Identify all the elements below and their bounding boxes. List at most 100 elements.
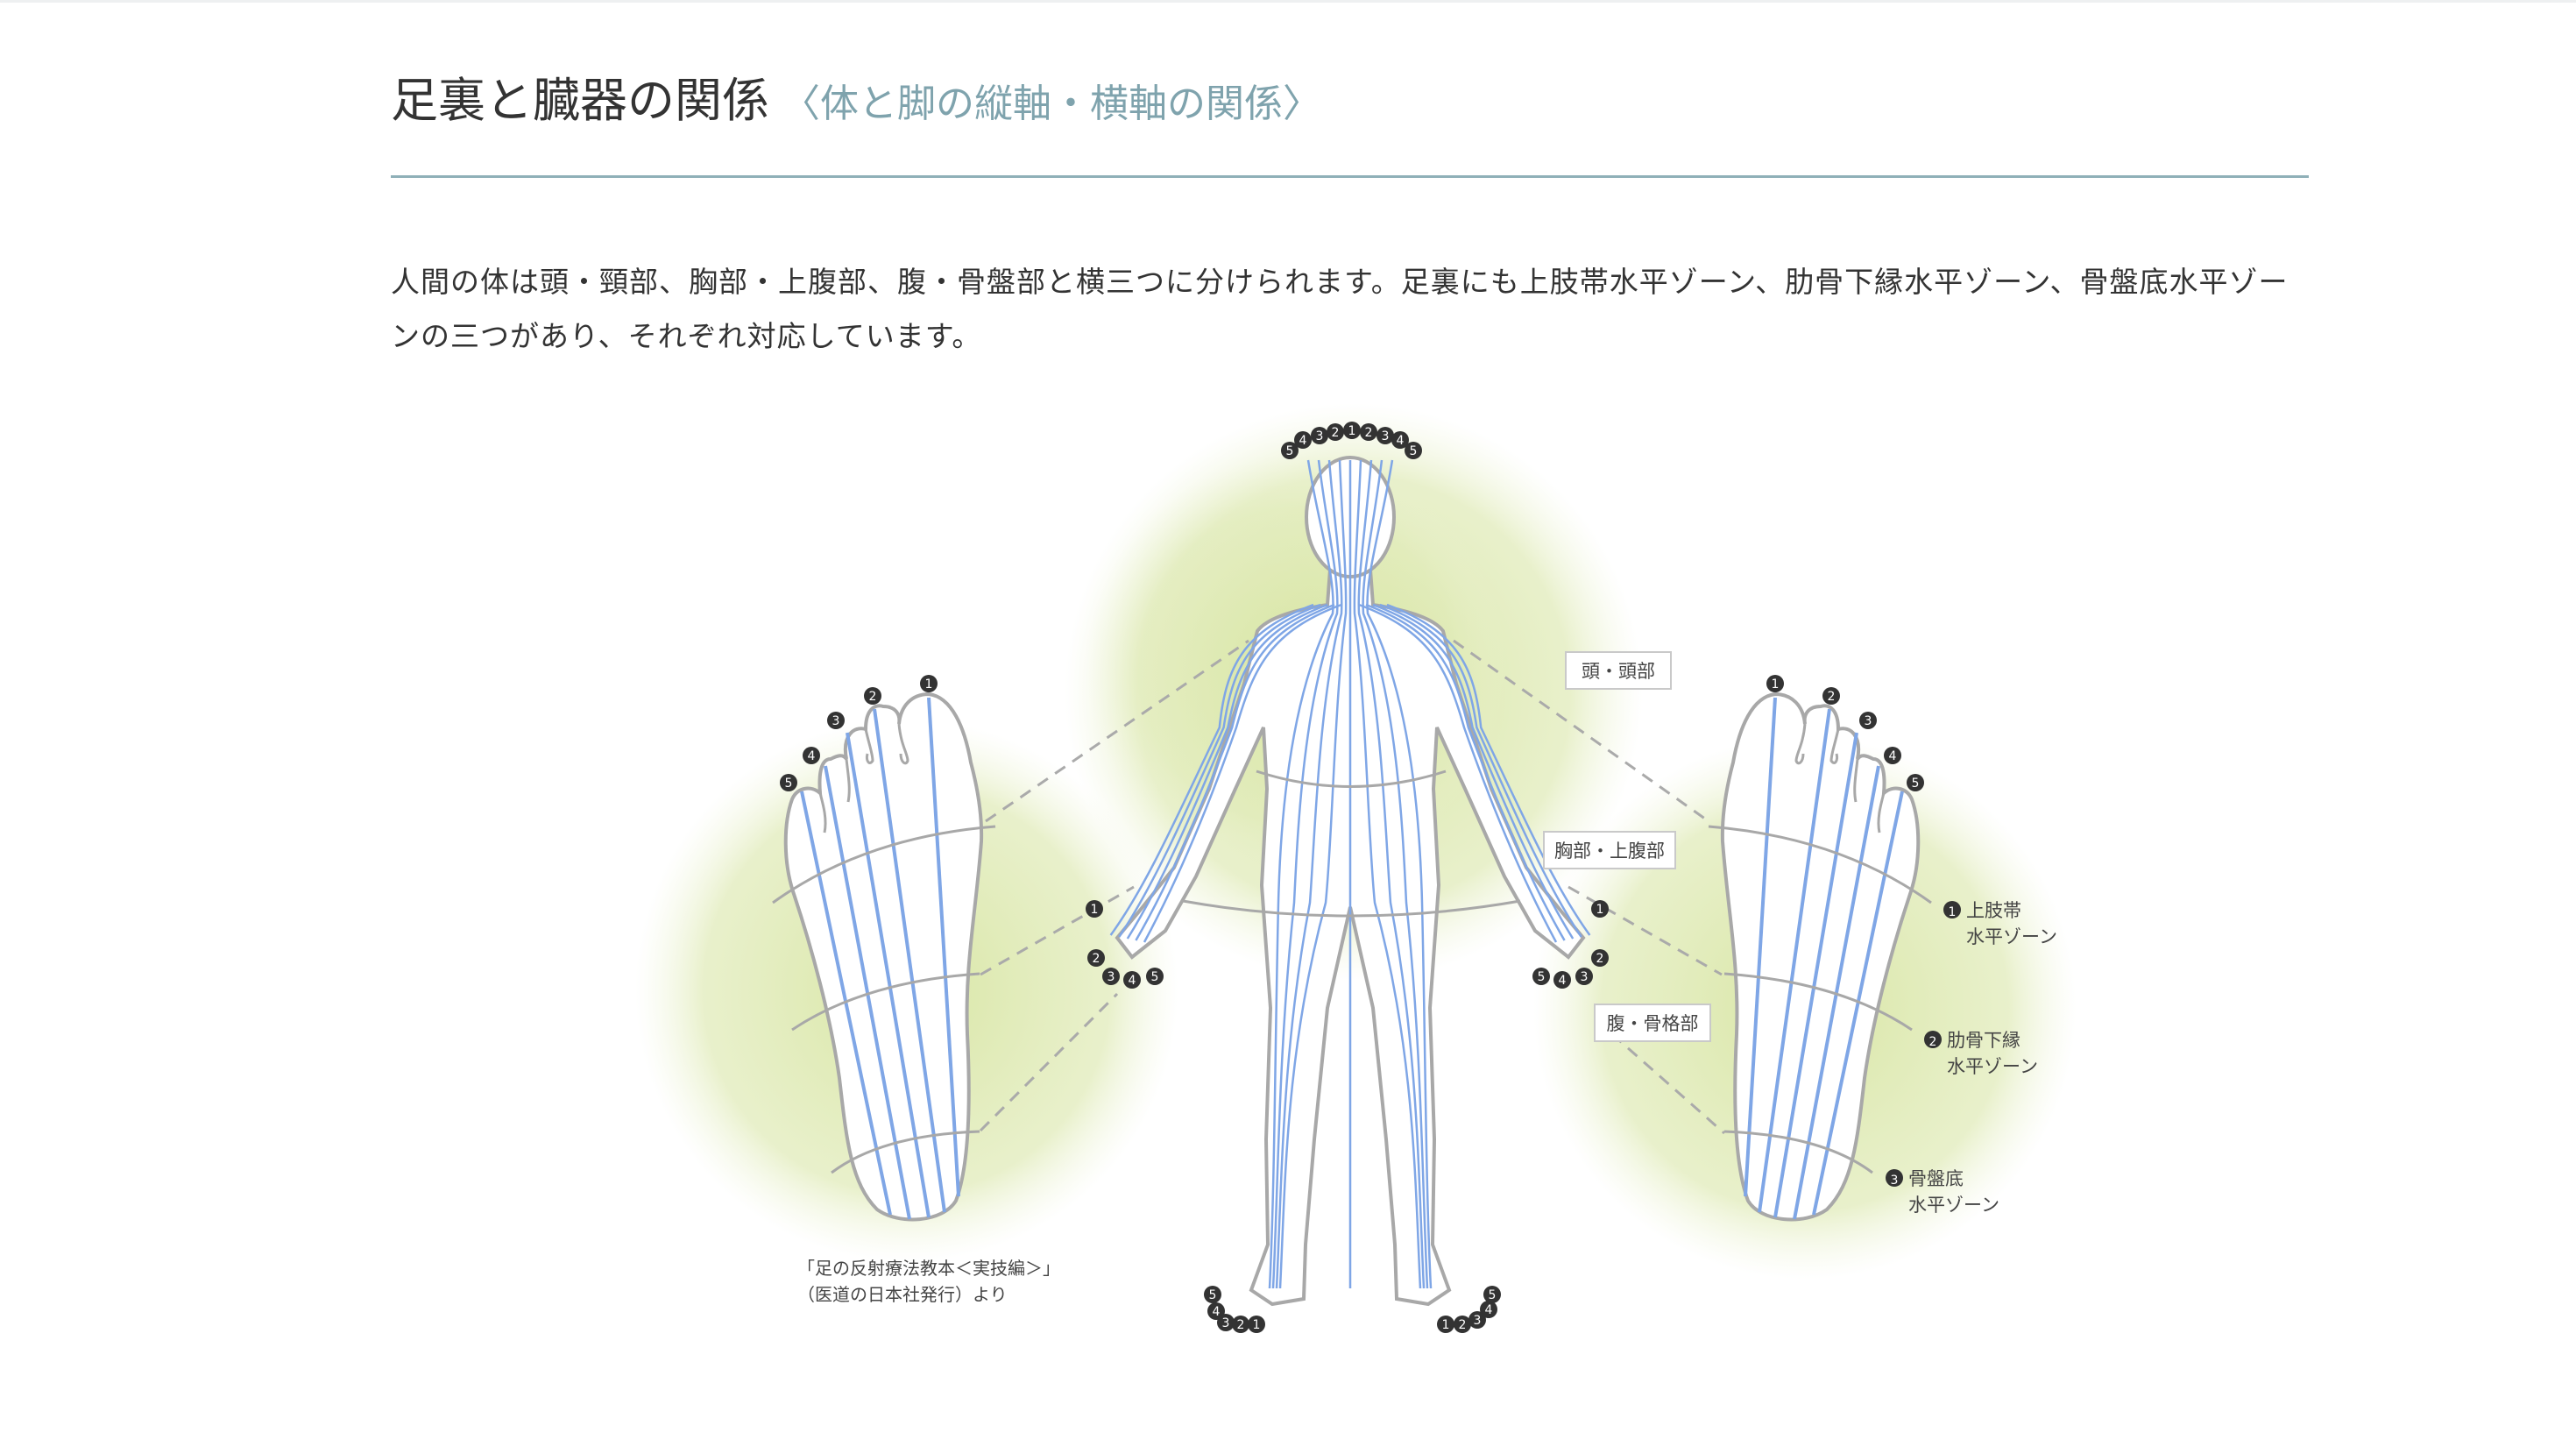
marker-left-hand: 1 [1086, 900, 1103, 918]
marker-number: 1 [925, 677, 933, 692]
marker-left-hand: 5 [1146, 968, 1164, 985]
marker-left-sole-toes: 3 [827, 712, 845, 729]
marker-number: 3 [1222, 1316, 1230, 1330]
marker-number: 2 [869, 690, 877, 704]
marker-number: 1 [1596, 903, 1604, 917]
citation-publisher: （医道の日本社発行）より [797, 1284, 1008, 1305]
marker-left-foot-body: 1 [1248, 1316, 1265, 1333]
arm-meridian-line [1379, 603, 1582, 938]
zone-2-subtitle: 水平ゾーン [1947, 1056, 2038, 1077]
meridian-line [1278, 459, 1348, 1289]
marker-number: 3 [1474, 1314, 1482, 1328]
arm-meridian-line [1118, 603, 1321, 938]
marker-right-foot-body: 3 [1468, 1311, 1486, 1329]
marker-number: 1 [1348, 424, 1356, 438]
label-chest-upper-abdomen: 胸部・上腹部 [1554, 840, 1665, 862]
marker-number: 1 [1442, 1318, 1450, 1332]
marker-number: 3 [1108, 970, 1115, 984]
marker-left-foot-body: 5 [1204, 1286, 1221, 1303]
marker-left-foot-body: 3 [1217, 1314, 1235, 1331]
marker-right-hand: 1 [1591, 900, 1609, 918]
zone-3-subtitle: 水平ゾーン [1908, 1195, 1999, 1216]
label-abdomen-pelvis: 腹・骨格部 [1607, 1013, 1699, 1034]
zone-2-title: 肋骨下縁 [1947, 1030, 2020, 1051]
marker-number: 4 [1559, 974, 1567, 988]
marker-number: 3 [1581, 970, 1589, 984]
marker-right-hand: 3 [1575, 968, 1593, 985]
marker-number: 3 [1865, 714, 1872, 728]
marker-number: 3 [1382, 429, 1390, 443]
marker-right-foot-body: 2 [1454, 1316, 1471, 1333]
marker-left-sole-toes: 5 [780, 774, 797, 791]
marker-number: 2 [1365, 426, 1373, 440]
page-subtitle: 〈体と脚の縦軸・横軸の関係〉 [782, 82, 1321, 126]
marker-right-foot-body: 5 [1483, 1286, 1501, 1303]
marker-number: 2 [1093, 952, 1100, 966]
marker-left-foot-body: 2 [1232, 1316, 1249, 1333]
marker-head: 5 [1405, 442, 1422, 459]
marker-number: 2 [1237, 1318, 1245, 1332]
sole-zone-labels: 1 上肢帯 水平ゾーン 2 肋骨下縁 水平ゾーン 3 骨盤底 水平ゾーン [1886, 900, 2057, 1216]
page-title: 足裏と臓器の関係 [391, 73, 769, 128]
marker-left-sole-toes: 2 [864, 687, 881, 705]
marker-number: 1 [1253, 1318, 1261, 1332]
page-heading: 足裏と臓器の関係〈体と脚の縦軸・横軸の関係〉 [391, 61, 1321, 131]
marker-head: 3 [1376, 427, 1394, 444]
arm-meridian-line [1143, 603, 1342, 943]
marker-number: 3 [1316, 429, 1324, 443]
marker-number: 4 [1485, 1303, 1493, 1317]
citation: 「足の反射療法教本＜実技編＞」 （医道の日本社発行）より [797, 1255, 1060, 1308]
zone-1-title: 上肢帯 [1966, 900, 2021, 921]
marker-head: 2 [1327, 423, 1344, 441]
body-zone-labels: 頭・頭部 胸部・上腹部 腹・骨格部 [1543, 651, 1711, 1042]
marker-head: 2 [1360, 423, 1377, 441]
marker-head: 5 [1281, 442, 1299, 459]
marker-number: 5 [1538, 970, 1546, 984]
marker-left-sole-toes: 1 [920, 675, 938, 692]
zone-1-subtitle: 水平ゾーン [1966, 926, 2057, 947]
human-body [1109, 456, 1591, 1307]
meridian-line [1275, 459, 1343, 1289]
marker-number: 4 [808, 749, 816, 763]
marker-number: 4 [1299, 434, 1307, 448]
marker-head: 4 [1391, 431, 1409, 449]
marker-number: 2 [1332, 426, 1340, 440]
marker-number: 5 [1489, 1288, 1497, 1302]
marker-number: 5 [1209, 1288, 1217, 1302]
arm-meridian-line [1109, 603, 1314, 936]
zone-1-number: 1 [1949, 905, 1957, 919]
marker-right-sole-toes: 4 [1884, 747, 1901, 764]
marker-left-hand: 3 [1102, 968, 1120, 985]
intro-paragraph: 人間の体は頭・頸部、胸部・上腹部、腹・骨盤部と横三つに分けられます。足裏にも上肢… [391, 265, 2289, 353]
marker-number: 4 [1213, 1305, 1221, 1319]
marker-number: 5 [1912, 777, 1920, 791]
marker-number: 2 [1596, 952, 1604, 966]
citation-book: 「足の反射療法教本＜実技編＞」 [797, 1258, 1060, 1279]
marker-number: 3 [832, 714, 840, 728]
marker-number: 4 [1889, 749, 1897, 763]
marker-right-hand: 5 [1532, 968, 1550, 985]
marker-right-hand: 2 [1591, 949, 1609, 967]
arm-meridian-line [1386, 603, 1591, 936]
arm-meridian-line [1365, 603, 1566, 941]
marker-right-hand: 4 [1553, 971, 1571, 989]
marker-number: 4 [1129, 974, 1136, 988]
meridian-line [1268, 459, 1334, 1289]
meridian-line [1271, 459, 1339, 1289]
marker-head: 1 [1343, 422, 1361, 439]
meridian-line [1366, 459, 1433, 1289]
marker-number: 5 [1286, 444, 1294, 458]
arm-meridian-line [1126, 603, 1328, 940]
marker-right-sole-toes: 5 [1907, 774, 1924, 791]
marker-number: 1 [1091, 903, 1099, 917]
meridian-line [1362, 459, 1429, 1289]
marker-head: 4 [1294, 431, 1312, 449]
marker-right-foot-body: 1 [1437, 1316, 1454, 1333]
marker-right-foot-body: 4 [1480, 1301, 1497, 1318]
marker-number: 1 [1772, 677, 1780, 692]
label-head-neck: 頭・頭部 [1582, 661, 1655, 682]
arm-meridian-line [1372, 603, 1575, 940]
marker-number: 2 [1828, 690, 1836, 704]
